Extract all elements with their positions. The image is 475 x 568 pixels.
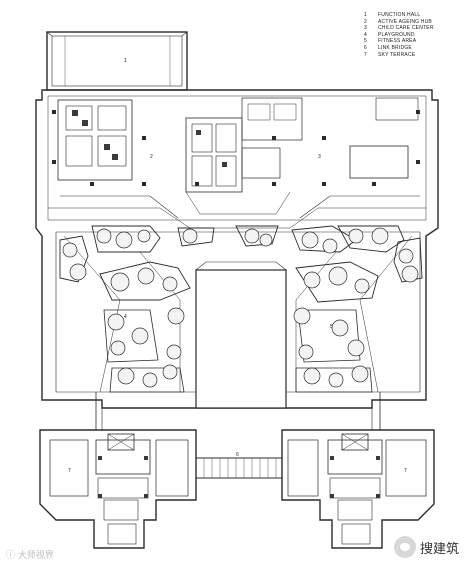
courtyard-landscape — [55, 231, 421, 393]
legend-number: 6 — [364, 44, 367, 51]
tag-child-care: 3 — [318, 154, 321, 160]
legend-label: SKY TERRACE — [378, 51, 416, 58]
legend-item: 2 ACTIVE AGEING HUB — [364, 19, 434, 26]
legend-number: 2 — [364, 18, 367, 25]
legend-item: 4 PLAYGROUND — [364, 32, 434, 39]
legend-label: PLAYGROUND — [378, 31, 415, 38]
tag-sky-terrace-right: 7 — [404, 468, 407, 474]
legend-item: 3 CHILD CARE CENTER — [364, 25, 434, 32]
legend-label: FITNESS AREA — [378, 38, 417, 45]
legend-label: FUNCTION HALL — [378, 12, 421, 18]
watermark-right-text: 搜建筑 — [420, 541, 460, 557]
legend-label: LINK BRIDGE — [378, 44, 412, 51]
legend-label: ACTIVE AGEING HUB — [378, 18, 432, 25]
tag-fitness: 5 — [330, 324, 333, 330]
tag-link-bridge: 6 — [236, 452, 239, 458]
legend-item: 6 LINK BRIDGE — [364, 45, 434, 52]
legend-number: 4 — [364, 31, 367, 38]
legend-item: 7 SKY TERRACE — [364, 52, 434, 59]
legend-label: CHILD CARE CENTER — [378, 25, 434, 32]
legend-number: 1 — [364, 12, 367, 18]
legend-number: 5 — [364, 38, 367, 45]
watermark-left: ⓘ 大师视界 — [6, 551, 54, 561]
legend-item: 1 FUNCTION HALL — [364, 12, 434, 19]
wechat-icon — [394, 536, 416, 558]
tag-ageing-hub: 2 — [150, 154, 153, 160]
tower-right — [281, 429, 435, 549]
legend-item: 5 FITNESS AREA — [364, 38, 434, 45]
legend-number: 7 — [364, 51, 367, 58]
central-void — [195, 269, 287, 409]
watermark-right: 搜建筑 — [394, 536, 459, 558]
legend: 1 FUNCTION HALL 2 ACTIVE AGEING HUB 3 CH… — [364, 12, 434, 58]
tag-sky-terrace-left: 7 — [68, 468, 71, 474]
legend-number: 3 — [364, 25, 367, 32]
tag-function-hall: 1 — [124, 58, 127, 64]
link-bridge — [195, 457, 283, 479]
function-hall-block — [46, 31, 188, 91]
tower-left — [39, 429, 197, 549]
tag-playground: 4 — [124, 314, 127, 320]
